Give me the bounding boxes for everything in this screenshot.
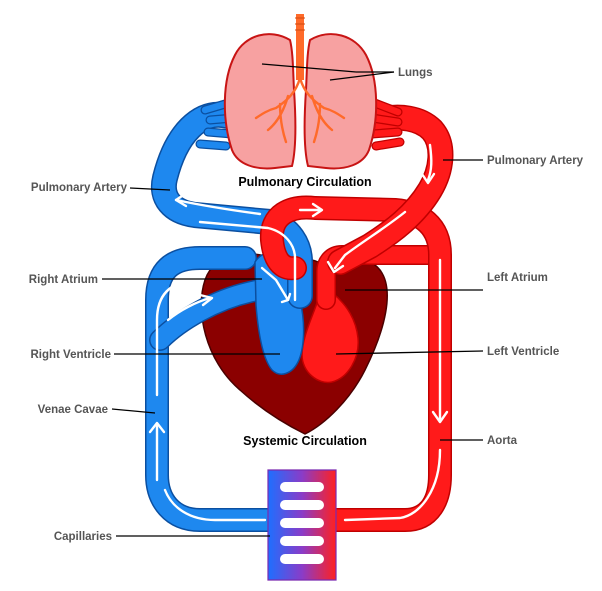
label-left-atrium: Left Atrium (487, 272, 548, 284)
label-aorta: Aorta (487, 435, 518, 447)
label-pulmonary-artery-left: Pulmonary Artery (31, 182, 128, 194)
systemic-circulation-title: Systemic Circulation (243, 434, 367, 448)
capillary-bed (267, 469, 337, 581)
pulmonary-circulation-title: Pulmonary Circulation (238, 175, 371, 189)
lungs (223, 14, 378, 170)
label-lungs: Lungs (398, 67, 433, 79)
label-right-ventricle: Right Ventricle (30, 349, 111, 361)
label-capillaries: Capillaries (54, 531, 112, 543)
label-pulmonary-artery-right: Pulmonary Artery (487, 155, 584, 167)
leader-lines (102, 63, 484, 537)
flow-arrows (148, 143, 449, 522)
label-left-ventricle: Left Ventricle (487, 346, 559, 358)
label-venae-cavae: Venae Cavae (38, 404, 108, 416)
label-right-atrium: Right Atrium (29, 274, 98, 286)
